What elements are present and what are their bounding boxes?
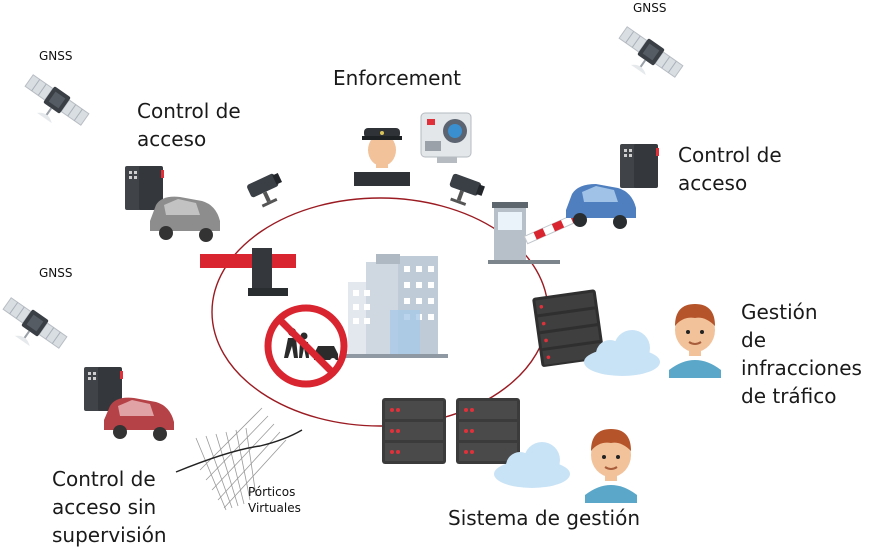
person-avatar-icon [584, 428, 638, 504]
security-camera-icon [444, 173, 486, 211]
server-rack-icon [532, 289, 605, 367]
person-avatar-icon [668, 303, 722, 379]
security-camera-icon [246, 171, 289, 210]
action-camera-icon [420, 112, 472, 163]
car-icon [150, 196, 220, 242]
no-pedestrians-sign-icon [264, 304, 348, 388]
gnss-label: GNSS [633, 1, 667, 15]
enforcement-label: Enforcement [333, 66, 461, 90]
city-buildings-icon [340, 254, 448, 358]
toll-booth-icon [488, 202, 589, 264]
satellite-icon [609, 23, 686, 91]
virtual-gantry-icon [175, 407, 303, 511]
satellite-icon [15, 71, 92, 139]
police-officer-icon [354, 128, 410, 186]
gnss-label: GNSS [39, 266, 73, 280]
gnss-label: GNSS [39, 49, 73, 63]
control-sin-supervision-label: Control de acceso sin supervisión [52, 467, 167, 547]
server-rack-icon [382, 398, 446, 464]
gestion-infracciones-label: Gestión de infracciones de tráfico [741, 300, 862, 408]
barrier-gate-icon [200, 248, 296, 296]
sistema-gestion-label: Sistema de gestión [448, 506, 641, 530]
control-acceso-right-label: Control de acceso [678, 143, 782, 195]
control-acceso-left-label: Control de acceso [137, 99, 241, 151]
server-rack-icon [456, 398, 520, 464]
satellite-icon [0, 294, 70, 362]
car-icon [104, 397, 174, 441]
car-icon [566, 184, 636, 229]
porticos-virtuales-label: Pórticos Virtuales [248, 485, 301, 515]
access-terminal-icon [620, 144, 659, 188]
